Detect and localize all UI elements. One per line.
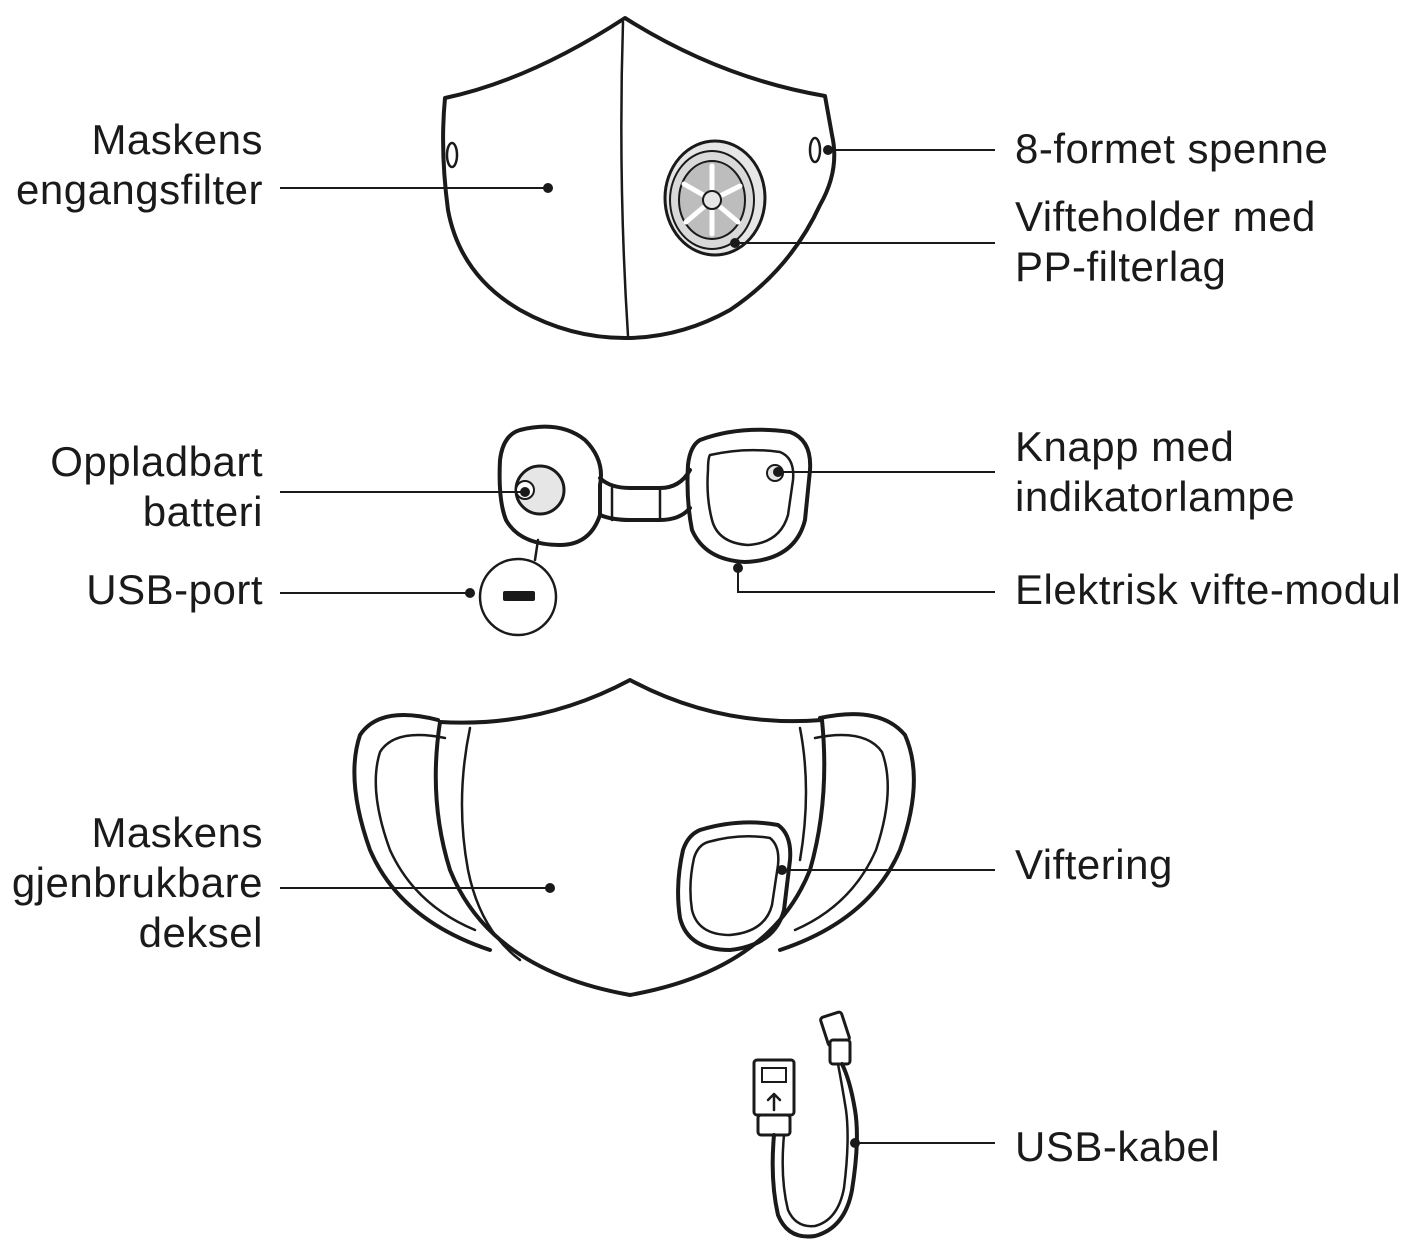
- label-disposable-filter: Maskens engangsfilter: [16, 115, 263, 215]
- label-line: Elektrisk vifte-modul: [1015, 566, 1402, 613]
- fan-holder: [663, 139, 767, 257]
- label-line: Knapp med: [1015, 423, 1235, 470]
- leader-fan-module: [737, 568, 995, 593]
- label-battery: Oppladbart batteri: [50, 437, 263, 537]
- usb-port-callout: [478, 538, 558, 637]
- label-line: Viftering: [1015, 841, 1173, 888]
- anchor-dot: [465, 588, 475, 598]
- label-usb-cable: USB-kabel: [1015, 1122, 1220, 1172]
- label-fan-holder: Vifteholder med PP-filterlag: [1015, 192, 1316, 292]
- label-fan-ring: Viftering: [1015, 840, 1173, 890]
- label-line: deksel: [138, 909, 263, 956]
- label-line: engangsfilter: [16, 166, 263, 213]
- leader-lines: [280, 145, 995, 1148]
- label-line: PP-filterlag: [1015, 243, 1227, 290]
- label-line: indikatorlampe: [1015, 473, 1296, 520]
- anchor-dot: [777, 865, 787, 875]
- anchor-dot: [543, 183, 553, 193]
- label-usb-port: USB-port: [86, 565, 263, 615]
- label-line: Maskens: [91, 116, 263, 163]
- label-fan-module: Elektrisk vifte-modul: [1015, 565, 1401, 615]
- label-line: gjenbrukbare: [11, 859, 263, 906]
- label-line: batteri: [142, 488, 263, 535]
- disposable-filter-mask: [441, 16, 837, 340]
- reusable-cover: [352, 678, 916, 997]
- fan-module: [685, 427, 813, 564]
- label-reusable-cover: Maskens gjenbrukbare deksel: [12, 808, 263, 958]
- anchor-dot: [773, 467, 783, 477]
- fan-ring: [676, 820, 793, 952]
- label-line: 8-formet spenne: [1015, 125, 1329, 172]
- label-line: Maskens: [91, 809, 263, 856]
- anchor-dot: [823, 145, 833, 155]
- anchor-dot: [545, 883, 555, 893]
- anchor-dot: [730, 238, 740, 248]
- anchor-dot: [850, 1138, 860, 1148]
- label-line: USB-port: [86, 566, 263, 613]
- usb-cable: [752, 1010, 859, 1239]
- connector-bridge: [598, 468, 692, 522]
- anchor-dot: [520, 487, 530, 497]
- label-line: Vifteholder med: [1015, 193, 1316, 240]
- label-line: Oppladbart: [50, 438, 263, 485]
- label-buckle: 8-formet spenne: [1015, 124, 1328, 174]
- battery-module: [497, 424, 603, 547]
- anchor-dot: [733, 563, 743, 573]
- label-button: Knapp med indikatorlampe: [1015, 422, 1295, 522]
- label-line: USB-kabel: [1015, 1123, 1221, 1170]
